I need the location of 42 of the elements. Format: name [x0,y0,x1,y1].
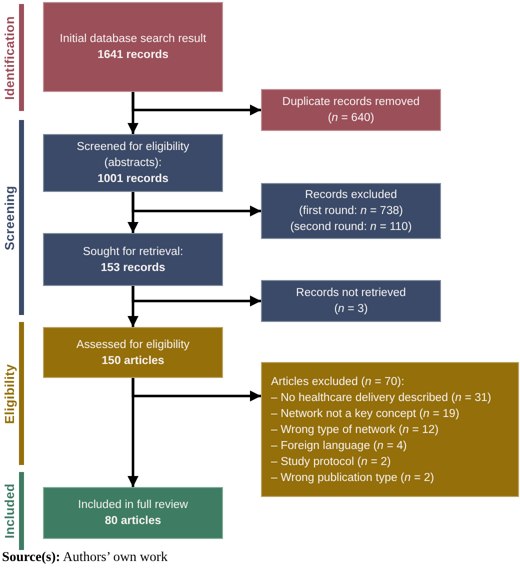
process-box [43,327,223,378]
record-count: 153 records [100,260,166,276]
exclusion-text: (first round: n = 738) [299,204,403,219]
exclusion-text: Duplicate records removed [282,95,420,110]
phase-label: Included [2,483,17,539]
exclusion-text: (n = 3) [334,302,368,317]
exclusion-text: Records not retrieved [296,286,406,301]
phase-label: Identification [2,16,17,100]
step-label: Assessed for eligibility [76,338,190,352]
phase-label: Eligibility [2,364,17,424]
record-count: 150 articles [102,354,164,368]
exclusion-box [261,89,441,131]
phase-label: Screening [2,185,17,250]
exclusion-box [261,362,519,497]
exclusion-reason: – Study protocol (n = 2) [271,454,391,470]
arrow [132,92,261,116]
record-count: 1641 records [98,48,168,63]
caption: Source(s): Authors’ own work [2,549,168,565]
process-box [43,233,223,286]
exclusion-reason: – Wrong type of network (n = 12) [271,422,439,438]
step-label: Initial database search result [60,32,206,47]
process-box [43,2,223,92]
exclusion-reason: – No healthcare delivery described (n = 31) [271,390,492,406]
record-count: 1001 records [98,172,168,187]
record-count: 80 articles [104,514,162,529]
arrow [132,378,261,402]
process-box [43,134,223,192]
exclusion-reason: – Foreign language (n = 4) [271,438,407,454]
step-label: Screened for eligibility (abstracts): [76,140,190,171]
step-label: Sought for retrieval: [82,244,184,260]
arrow [132,192,261,216]
exclusion-heading: Articles excluded (n = 70): [271,374,404,390]
arrow [132,286,261,306]
exclusion-text: (second round: n = 110) [290,220,412,235]
exclusion-box [261,280,441,322]
exclusion-text: (n = 640) [328,111,374,126]
step-label: Included in full review [78,498,188,513]
exclusion-text: Records excluded [304,188,398,203]
process-box [43,487,223,539]
exclusion-box [261,183,441,239]
exclusion-reason: – Wrong publication type (n = 2) [271,470,434,486]
exclusion-reason: – Network not a key concept (n = 19) [271,406,460,422]
